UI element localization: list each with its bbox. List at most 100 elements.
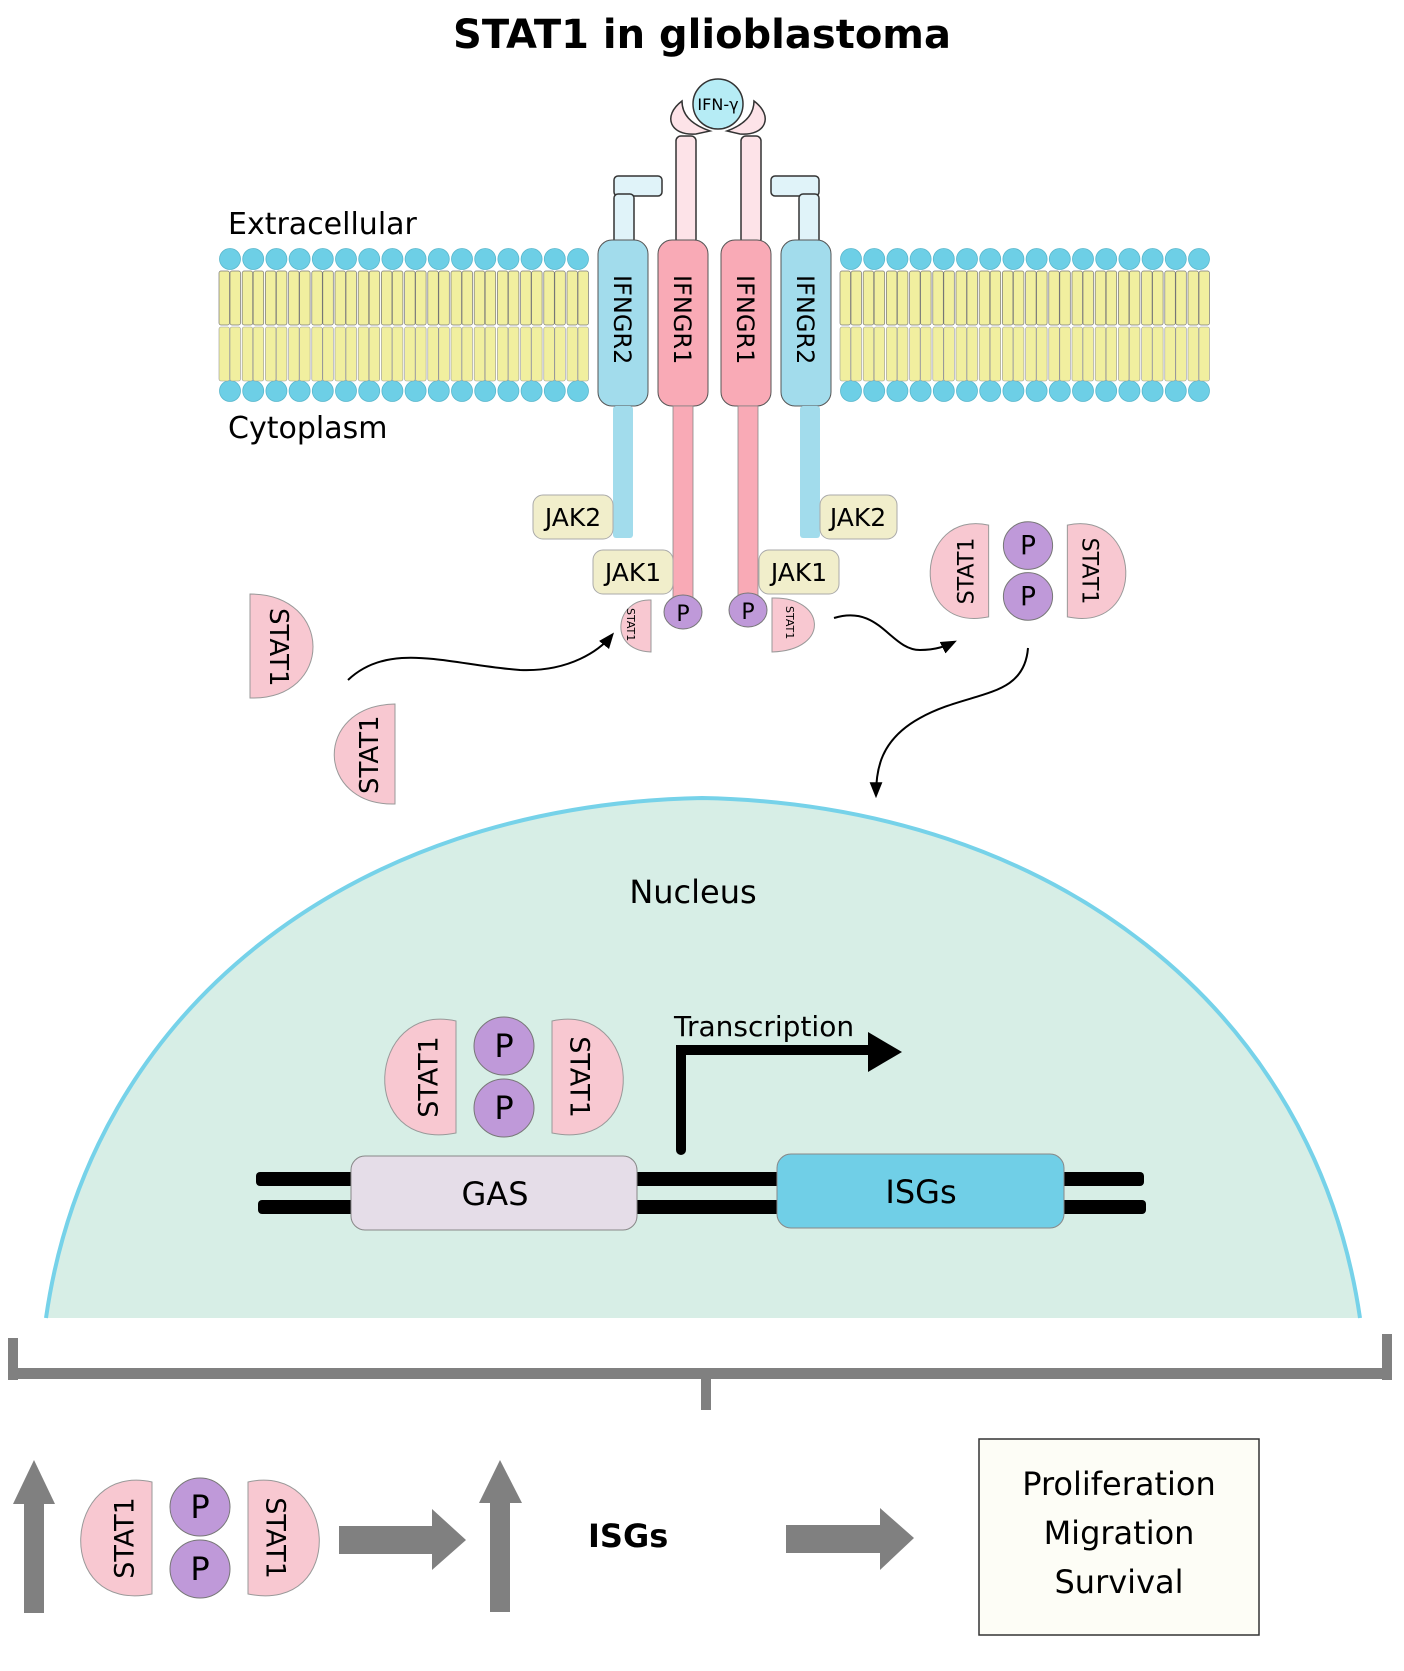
svg-text:JAK1: JAK1 <box>603 558 661 587</box>
lipid-tail <box>989 326 1002 382</box>
lipid-tail <box>218 326 230 382</box>
svg-text:P: P <box>676 602 689 627</box>
lipid-tail <box>484 270 497 326</box>
stat1-label: STAT1 <box>1077 538 1103 605</box>
nuclear-envelope <box>44 795 1362 1319</box>
transcription-label: Transcription <box>673 1010 854 1043</box>
summary-isgs-label: ISGs <box>588 1517 668 1555</box>
lipid-tail <box>427 326 439 382</box>
receptor-label: IFNGR1 <box>668 275 696 364</box>
phospholipid-head <box>497 248 520 270</box>
lipid-tail <box>497 326 509 382</box>
phospholipid-head <box>451 248 473 270</box>
phospholipid-head <box>311 380 334 402</box>
lipid-tail <box>288 326 300 382</box>
svg-text:JAK2: JAK2 <box>543 503 601 532</box>
phospho-group <box>169 1539 231 1599</box>
stat1-subunit <box>247 1479 320 1597</box>
phospholipid-head <box>567 248 589 270</box>
lipid-tail <box>265 326 277 382</box>
lipid-tail <box>520 270 532 326</box>
stat1-subunit <box>551 1018 624 1136</box>
phospholipid-head <box>543 248 566 270</box>
phospholipid-head <box>1141 380 1164 402</box>
stat1-label: STAT1 <box>109 1497 140 1579</box>
transcription-arrow <box>676 1032 902 1155</box>
lipid-tail <box>1164 326 1176 382</box>
lipid-tail <box>1048 326 1060 382</box>
lipid-tail <box>909 270 921 326</box>
phospholipid-head <box>335 248 357 270</box>
phospholipid-head <box>427 248 450 270</box>
phospholipid-head <box>840 248 862 270</box>
lipid-tail <box>920 270 932 326</box>
phospho-label: P <box>1020 582 1036 612</box>
phospholipid-head <box>543 380 566 402</box>
lipid-tail <box>415 326 427 382</box>
phospholipid-head <box>979 248 1002 270</box>
lipid-tail <box>218 270 230 326</box>
lipid-tail <box>1094 270 1107 326</box>
phospho-left: P <box>663 594 703 630</box>
ifngr1-right-extracellular <box>724 99 766 245</box>
phospholipid-head <box>358 380 381 402</box>
lipid-tail <box>322 270 334 326</box>
leads-to-arrow-1 <box>339 1509 466 1570</box>
lipid-tail <box>438 326 450 382</box>
phospholipid-head <box>1002 380 1025 402</box>
lipid-tail <box>508 326 520 382</box>
phospholipid-head <box>265 248 288 270</box>
lipid-tail <box>345 326 357 382</box>
outcome-migration: Migration <box>1044 1514 1195 1552</box>
lipid-tail <box>520 326 532 382</box>
cell-membrane-right <box>839 248 1210 402</box>
lipid-tail <box>497 270 509 326</box>
lipid-tail <box>1082 270 1094 326</box>
phospho-group <box>473 1078 535 1138</box>
phospholipid-head <box>932 248 955 270</box>
outcome-survival: Survival <box>1054 1563 1183 1601</box>
lipid-tail <box>229 326 241 382</box>
phospho-group <box>1002 572 1054 621</box>
phospholipid-head <box>1118 380 1141 402</box>
svg-text:STAT1: STAT1 <box>263 608 293 687</box>
stat1-docked-right: STAT1 <box>771 597 815 653</box>
lipid-tail <box>1152 326 1164 382</box>
lipid-tail <box>404 326 416 382</box>
lipid-tail <box>1129 270 1141 326</box>
lipid-tail <box>299 326 311 382</box>
lipid-tail <box>909 326 921 382</box>
receptor-label: IFNGR2 <box>608 275 636 364</box>
increase-arrow-isgs <box>479 1460 522 1612</box>
ifn-gamma-label: IFN-γ <box>697 95 738 114</box>
lipid-tail <box>543 326 555 382</box>
phospho-group <box>473 1016 535 1076</box>
phospholipid-head <box>404 248 427 270</box>
lipid-tail <box>862 326 875 382</box>
phospholipid-head <box>863 380 886 402</box>
phospholipid-head <box>520 248 543 270</box>
phospholipid-head <box>1072 380 1094 402</box>
lipid-tail <box>427 270 439 326</box>
lipid-tail <box>1002 270 1014 326</box>
lipid-tail <box>966 326 978 382</box>
jak1-right: JAK1 <box>758 549 840 595</box>
lipid-tail <box>1198 326 1210 382</box>
svg-text:STAT1: STAT1 <box>355 715 385 794</box>
phospholipid-head <box>840 380 862 402</box>
lipid-tail <box>1187 326 1199 382</box>
phospholipid-head <box>1095 248 1118 270</box>
phospho-group <box>1002 521 1054 570</box>
lipid-tail <box>886 270 898 326</box>
lipid-tail <box>473 326 486 382</box>
nuclear-translocation-arrow <box>869 647 1029 799</box>
phospholipid-head <box>1072 248 1094 270</box>
lipid-tail <box>276 270 288 326</box>
lipid-tail <box>1152 270 1164 326</box>
lipid-tail <box>850 326 862 382</box>
stat1-label: STAT1 <box>953 538 979 605</box>
lipid-tail <box>368 326 381 382</box>
phospholipid-head <box>1188 380 1210 402</box>
lipid-tail <box>554 326 566 382</box>
